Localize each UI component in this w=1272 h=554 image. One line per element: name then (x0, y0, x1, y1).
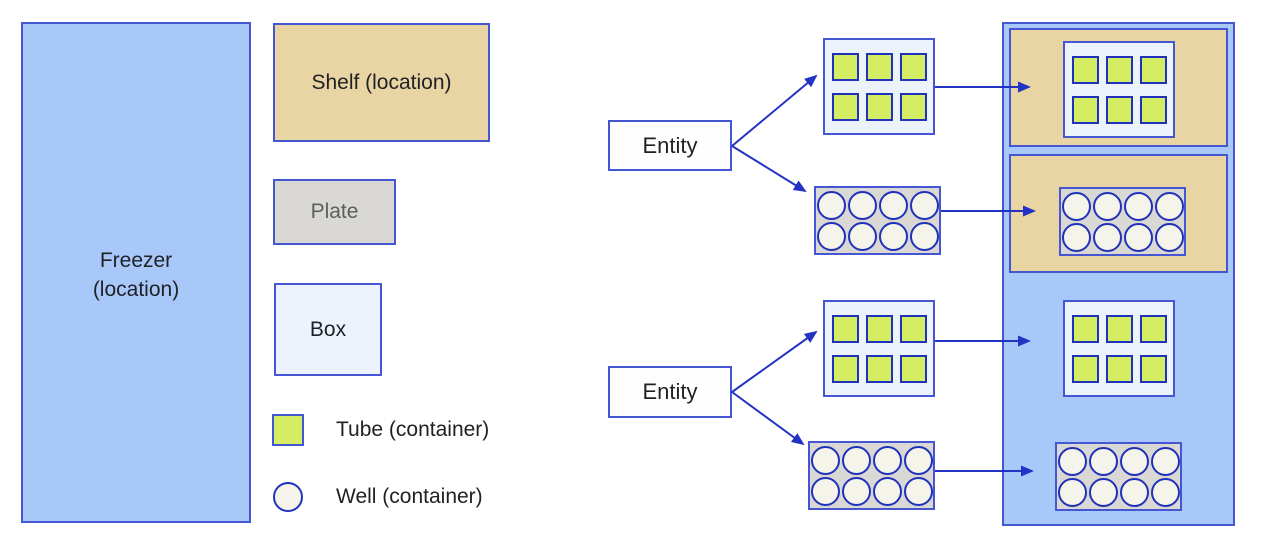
tube-cell (899, 92, 927, 121)
well-cell (909, 221, 939, 251)
tube-cell (1139, 314, 1167, 343)
tube-cell (1071, 314, 1099, 343)
well-cell (1154, 191, 1184, 221)
shelf-label: Shelf (location) (311, 70, 452, 94)
box-legend-shape: Box (274, 283, 382, 376)
well-cell (1092, 222, 1122, 252)
well-cell (1061, 222, 1091, 252)
tube-cell (1105, 95, 1133, 124)
well-cell (810, 476, 840, 506)
entity-top-box: Entity (608, 120, 732, 171)
well-cell (1057, 477, 1087, 507)
well-cell (1092, 191, 1122, 221)
tube-cell (831, 52, 859, 81)
well-cell (1123, 222, 1153, 252)
tube-cell (1105, 55, 1133, 84)
well-cell (1057, 446, 1087, 476)
tube-cell (865, 354, 893, 383)
tube-box-in-freezer (1063, 300, 1175, 397)
tube-cell (1139, 95, 1167, 124)
well-cell (909, 190, 939, 220)
well-cell (903, 445, 933, 475)
well-cell (810, 445, 840, 475)
entity-bottom-label: Entity (642, 379, 698, 404)
well-cell (903, 476, 933, 506)
well-cell (1061, 191, 1091, 221)
tube-swatch (272, 414, 304, 446)
plate-legend-shape: Plate (273, 179, 396, 245)
well-cell (816, 221, 846, 251)
tube-box-in-shelf (1063, 41, 1175, 138)
arrow-entity-bottom-to-tube-box (731, 330, 818, 393)
well-cell (872, 445, 902, 475)
arrow-entity-top-to-well-plate (731, 145, 807, 193)
tube-cell (1071, 55, 1099, 84)
tube-cell (1139, 354, 1167, 383)
well-cell (1088, 477, 1118, 507)
well-cell (847, 221, 877, 251)
tube-cell (1071, 95, 1099, 124)
tube-cell (831, 314, 859, 343)
well-cell (1119, 446, 1149, 476)
well-plate-middle-top (814, 186, 941, 255)
well-swatch (273, 482, 303, 512)
well-cell (1150, 477, 1180, 507)
tube-cell (1071, 354, 1099, 383)
tube-label: Tube (container) (336, 418, 490, 441)
well-cell (878, 190, 908, 220)
well-plate-in-shelf (1059, 187, 1186, 256)
tube-cell (899, 52, 927, 81)
tube-box-middle-top (823, 38, 935, 135)
freezer-legend-shape: Freezer (location) (21, 22, 251, 523)
tube-cell (1139, 55, 1167, 84)
tube-cell (865, 314, 893, 343)
arrow-entity-top-to-tube-box (731, 74, 818, 147)
well-cell (1123, 191, 1153, 221)
well-plate-in-freezer (1055, 442, 1182, 511)
box-label: Box (309, 317, 347, 341)
tube-box-middle-bottom (823, 300, 935, 397)
well-label: Well (container) (336, 485, 483, 508)
tube-cell (831, 92, 859, 121)
well-cell (1150, 446, 1180, 476)
tube-cell (831, 354, 859, 383)
tube-cell (1105, 354, 1133, 383)
well-cell (841, 445, 871, 475)
well-plate-middle-bottom (808, 441, 935, 510)
freezer-label: Freezer (location) (92, 249, 180, 301)
well-cell (878, 221, 908, 251)
plate-label: Plate (310, 200, 359, 223)
well-cell (816, 190, 846, 220)
tube-cell (865, 92, 893, 121)
entity-bottom-box: Entity (608, 366, 732, 418)
shelf-legend-shape: Shelf (location) (273, 23, 490, 142)
well-cell (847, 190, 877, 220)
well-cell (1088, 446, 1118, 476)
tube-cell (899, 314, 927, 343)
well-cell (841, 476, 871, 506)
entity-top-label: Entity (642, 132, 698, 158)
tube-cell (899, 354, 927, 383)
arrow-entity-bottom-to-well-plate (731, 391, 805, 446)
well-cell (872, 476, 902, 506)
well-cell (1154, 222, 1184, 252)
tube-cell (1105, 314, 1133, 343)
well-cell (1119, 477, 1149, 507)
tube-cell (865, 52, 893, 81)
